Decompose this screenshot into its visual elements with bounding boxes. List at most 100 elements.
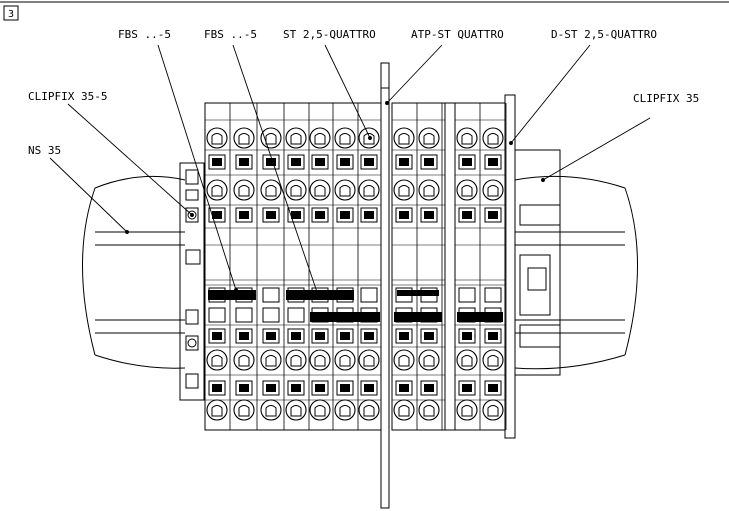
clamp-spring	[456, 349, 478, 371]
conductor-entry	[398, 355, 410, 367]
test-socket	[484, 328, 502, 344]
test-socket-fill	[488, 211, 498, 219]
conductor-entry	[238, 355, 250, 367]
conductor-entry	[290, 405, 302, 417]
conductor-entry	[363, 355, 375, 367]
test-socket	[287, 154, 305, 170]
clamp-spring	[393, 179, 415, 201]
conductor-entry	[238, 405, 250, 417]
test-socket	[208, 154, 226, 170]
conductor-entry	[363, 405, 375, 417]
label-fbs-5-b: FBS ..-5	[204, 28, 257, 41]
clamp-spring	[482, 179, 504, 201]
conductor-entry	[238, 185, 250, 197]
test-socket	[458, 207, 476, 223]
conductor-entry	[339, 133, 351, 145]
test-socket	[395, 328, 413, 344]
test-socket-fill	[399, 158, 409, 166]
conductor-entry	[314, 133, 326, 145]
conductor-entry	[265, 185, 277, 197]
conductor-entry	[423, 355, 435, 367]
clamp-spring	[309, 179, 331, 201]
leader-ns-35	[49, 157, 129, 234]
test-socket-fill	[364, 211, 374, 219]
conductor-entry	[238, 133, 250, 145]
test-socket-fill	[315, 332, 325, 340]
fbs-bridge-lower-c	[457, 312, 503, 322]
test-socket-fill	[462, 384, 472, 392]
fbs-bridge-lower-a	[310, 312, 380, 322]
conductor-entry	[265, 133, 277, 145]
leader-fbs-5-b	[232, 44, 319, 294]
test-socket	[208, 328, 226, 344]
test-socket-fill	[315, 158, 325, 166]
clamp-spring	[285, 399, 307, 421]
test-socket	[262, 380, 280, 396]
test-socket-fill	[266, 332, 276, 340]
leader-clipfix-35	[541, 117, 651, 182]
fbs-bridge-upper-c	[397, 290, 439, 296]
bridge-slot	[262, 307, 280, 323]
test-socket	[395, 207, 413, 223]
conductor-entry	[211, 133, 223, 145]
conductor-entry	[423, 405, 435, 417]
clamp-spring	[456, 179, 478, 201]
clamp-spring	[482, 127, 504, 149]
test-socket-fill	[239, 384, 249, 392]
clamp-spring	[206, 349, 228, 371]
test-socket-fill	[399, 384, 409, 392]
test-socket-fill	[291, 158, 301, 166]
label-st-quattro: ST 2,5-QUATTRO	[283, 28, 376, 41]
bridge-slot	[208, 307, 226, 323]
test-socket-fill	[488, 384, 498, 392]
clamp-spring	[285, 179, 307, 201]
test-socket	[360, 380, 378, 396]
test-socket-fill	[212, 211, 222, 219]
test-socket-fill	[364, 332, 374, 340]
conductor-entry	[363, 185, 375, 197]
clamp-spring	[334, 127, 356, 149]
test-socket	[336, 328, 354, 344]
clamp-spring	[260, 179, 282, 201]
test-socket	[420, 154, 438, 170]
test-socket	[458, 380, 476, 396]
label-fbs-5-a: FBS ..-5	[118, 28, 171, 41]
conductor-entry	[398, 405, 410, 417]
test-socket-fill	[462, 158, 472, 166]
conductor-entry	[211, 355, 223, 367]
conductor-entry	[461, 133, 473, 145]
clamp-spring	[358, 179, 380, 201]
clamp-spring	[233, 399, 255, 421]
conductor-entry	[314, 355, 326, 367]
clamp-spring	[358, 399, 380, 421]
clamp-spring	[456, 399, 478, 421]
test-socket	[395, 380, 413, 396]
clamp-spring	[358, 127, 380, 149]
test-socket	[262, 207, 280, 223]
conductor-entry	[461, 405, 473, 417]
test-socket-fill	[364, 158, 374, 166]
test-socket	[235, 154, 253, 170]
clamp-spring	[233, 179, 255, 201]
test-socket	[208, 207, 226, 223]
conductor-entry	[423, 133, 435, 145]
leader-st-quattro	[324, 44, 372, 140]
conductor-entry	[339, 405, 351, 417]
test-socket-fill	[488, 332, 498, 340]
test-socket-fill	[340, 158, 350, 166]
test-socket-fill	[266, 158, 276, 166]
test-socket-fill	[424, 384, 434, 392]
d-st-end-plate	[504, 94, 516, 439]
clamp-spring	[260, 349, 282, 371]
test-socket-fill	[340, 384, 350, 392]
clamp-spring	[233, 127, 255, 149]
test-socket-fill	[239, 332, 249, 340]
test-socket-fill	[266, 384, 276, 392]
bridge-slot	[484, 287, 502, 303]
conductor-entry	[265, 355, 277, 367]
test-socket	[208, 380, 226, 396]
test-socket	[311, 328, 329, 344]
test-socket	[262, 328, 280, 344]
test-socket	[235, 207, 253, 223]
test-socket	[311, 380, 329, 396]
